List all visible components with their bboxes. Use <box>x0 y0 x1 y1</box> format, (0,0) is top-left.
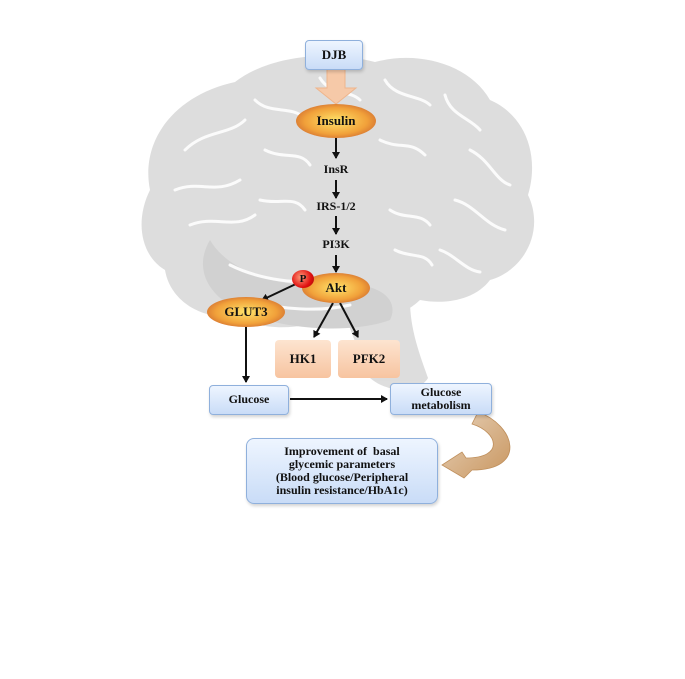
glut3-label: GLUT3 <box>224 303 268 319</box>
irs-label: IRS-1/2 <box>316 199 356 214</box>
metabolism-label-line1: Glucose <box>420 384 462 399</box>
arrow-akt-pfk2 <box>339 302 359 338</box>
outcome-node: Improvement of basal glycemic parameters… <box>246 438 438 504</box>
outcome-label-line2: glycemic parameters <box>288 456 396 471</box>
curved-arrow-icon <box>441 411 511 479</box>
akt-label: Akt <box>325 279 347 295</box>
metabolism-label-line2: metabolism <box>411 398 471 412</box>
insulin-node: Insulin <box>296 104 376 138</box>
glut3-node: GLUT3 <box>207 297 285 327</box>
pi3k-label: PI3K <box>322 237 350 252</box>
glucose-metabolism-node: Glucose metabolism <box>390 383 492 415</box>
pi3k-node: PI3K <box>306 236 366 254</box>
arrow-akt-hk1 <box>313 302 334 338</box>
insr-node: InsR <box>306 161 366 179</box>
arrow-akt-glut3 <box>261 282 299 302</box>
hk1-node: HK1 <box>275 340 331 378</box>
outcome-label-line3: (Blood glucose/Peripheral <box>275 470 409 484</box>
djb-label: DJB <box>321 46 347 62</box>
pfk2-node: PFK2 <box>338 340 400 378</box>
glucose-label: Glucose <box>228 392 270 407</box>
irs-node: IRS-1/2 <box>300 198 372 216</box>
insulin-label: Insulin <box>316 112 356 128</box>
djb-node: DJB <box>305 40 363 70</box>
hk1-label: HK1 <box>289 350 317 366</box>
phospho-label: P <box>299 272 307 285</box>
insr-label: InsR <box>323 162 349 177</box>
phospho-node: P <box>292 270 314 288</box>
glucose-node: Glucose <box>209 385 289 415</box>
big-arrow-icon <box>314 67 358 105</box>
pfk2-label: PFK2 <box>352 350 386 366</box>
outcome-label-line1: Improvement of basal <box>284 443 400 458</box>
outcome-label-line4: insulin resistance/HbA1c) <box>276 483 408 498</box>
